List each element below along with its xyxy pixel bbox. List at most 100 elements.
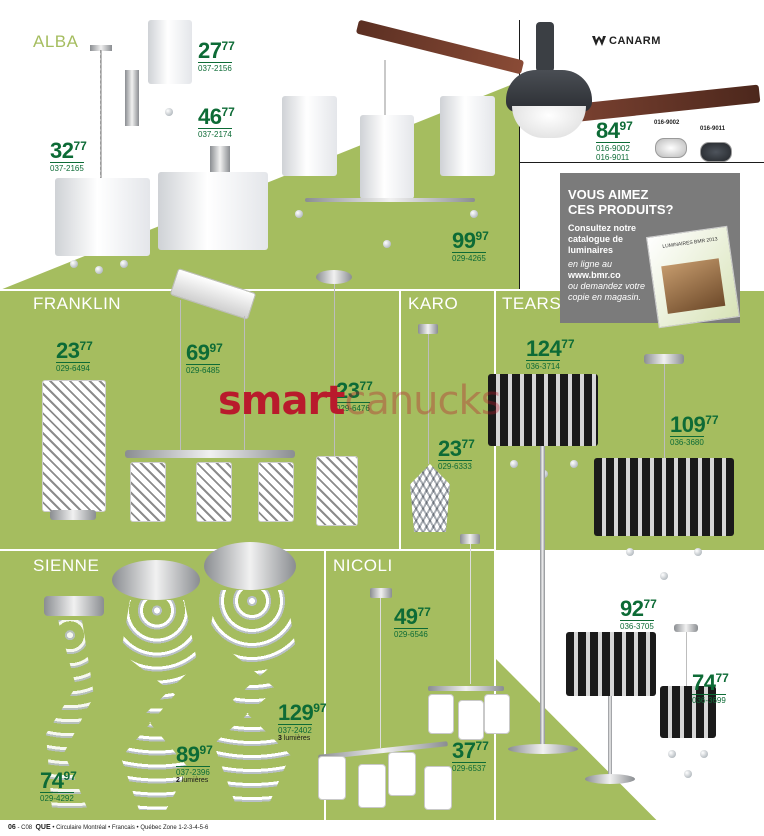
tears-table-shade [566, 632, 656, 696]
divider-v-fan [519, 20, 520, 289]
series-nicoli: NICOLI [333, 556, 393, 575]
sku-sienne-med: 037-2396 [176, 766, 210, 777]
note-sienne-med: 2 lumières [176, 777, 209, 784]
fan-downrod [536, 22, 554, 72]
promo-body: Consultez notre catalogue de luminaires [568, 223, 637, 255]
series-karo: KARO [408, 294, 459, 313]
price-alba-sconce: 2777 [198, 38, 235, 63]
nicoli-4-shade-1 [318, 756, 346, 800]
swatch-brushed-nickel [655, 138, 687, 158]
catalog-cover-image: LUMINAIRES BMR 2013 [645, 225, 741, 329]
nicoli-2-canopy [460, 534, 480, 544]
sienne-small-canopy [44, 596, 104, 616]
alba-chandelier-shade-left [282, 96, 337, 176]
tears-floor-base [508, 744, 578, 754]
alba-flush-shade [158, 172, 268, 250]
price-sienne-large: 12997 [278, 700, 327, 725]
sku-franklin-lamp: 029-6494 [56, 362, 90, 373]
promo-url[interactable]: www.bmr.co [568, 270, 621, 280]
price-tears-small: 7477 [692, 670, 729, 695]
price-franklin-pendant: 2377 [336, 378, 373, 403]
alba-pendant-shade [55, 178, 150, 256]
swatch-label-b: 016-9011 [700, 126, 726, 132]
tears-pendant-crystal [694, 548, 702, 556]
tears-table-base [585, 774, 635, 784]
sienne-med-canopy [112, 560, 200, 600]
nicoli-4-canopy [370, 588, 392, 598]
sku-franklin-pendant: 029-6476 [336, 402, 370, 413]
catalog-cover-title: LUMINAIRES BMR 2013 [662, 236, 718, 250]
series-tears: TEARS [502, 294, 562, 313]
price-franklin-lamp: 2377 [56, 338, 93, 363]
alba-chandelier-shade-right [440, 96, 495, 176]
price-sienne-small: 7497 [40, 768, 77, 793]
sku-tears-floor: 036-3714 [526, 360, 560, 371]
price-karo: 2377 [438, 436, 475, 461]
franklin-lamp-base [50, 510, 96, 520]
price-alba-chandelier: 9997 [452, 228, 489, 253]
franklin-pendant-shade [316, 456, 358, 526]
price-franklin-bar: 6997 [186, 340, 223, 365]
alba-chandelier-stem [384, 60, 386, 120]
sku-tears-pendant: 036-3680 [670, 436, 704, 447]
price-tears-table: 9277 [620, 596, 657, 621]
series-franklin: FRANKLIN [33, 294, 122, 313]
tears-pendant-shade [594, 458, 734, 536]
franklin-pendant-wire [334, 284, 335, 456]
price-nicoli-4: 3777 [452, 738, 489, 763]
price-sienne-med: 8997 [176, 742, 213, 767]
alba-pendant-chain [100, 50, 102, 180]
tears-pendant-canopy [644, 354, 684, 364]
alba-chandelier-crystal [295, 210, 303, 218]
tears-pendant-wire [664, 364, 665, 458]
franklin-bar-shade-3 [258, 462, 294, 522]
franklin-bar-wire-left [180, 300, 181, 450]
sienne-large-canopy [204, 542, 296, 590]
divider-v1 [399, 290, 401, 550]
series-sienne: SIENNE [33, 556, 100, 575]
tears-small-crystal [668, 750, 676, 758]
alba-pendant-crystal [120, 260, 128, 268]
sku-alba-sconce: 037-2156 [198, 62, 232, 73]
price-fan: 8497 [596, 118, 633, 143]
swatch-label-a: 016-9002 [654, 120, 680, 126]
swatch-oil-bronze [700, 142, 732, 162]
alba-chandelier-arm [305, 198, 475, 202]
sku-fan-1: 016-9002 [596, 142, 630, 153]
nicoli-4-shade-2 [358, 764, 386, 808]
price-alba-flush: 4677 [198, 104, 235, 129]
divider-h-fan [520, 162, 764, 163]
sku-alba-pendant: 037-2165 [50, 162, 84, 173]
catalog-cover-photo [661, 258, 726, 314]
franklin-pendant-canopy [316, 270, 352, 284]
nicoli-4-shade-4 [424, 766, 452, 810]
alba-chandelier-shade-mid [360, 115, 414, 199]
franklin-bar-wire-right [244, 316, 245, 450]
sku-sienne-large: 037-2402 [278, 724, 312, 735]
sku-sienne-small: 029-4292 [40, 792, 74, 803]
divider-h1 [0, 289, 764, 291]
karo-wire [428, 334, 429, 464]
sku-alba-flush: 037-2174 [198, 128, 232, 139]
nicoli-2-shade-3 [484, 694, 510, 734]
alba-chandelier-crystal [470, 210, 478, 218]
nicoli-4-wire [380, 598, 381, 748]
tears-floor-crystal [570, 460, 578, 468]
smartcanucks-watermark: smartcanucks [218, 378, 502, 424]
sku-tears-table: 036-3705 [620, 620, 654, 631]
alba-pendant-crystal [70, 260, 78, 268]
price-tears-pendant: 10977 [670, 412, 719, 437]
alba-chandelier-crystal [383, 240, 391, 248]
price-alba-pendant: 3277 [50, 138, 87, 163]
alba-sconce-shade [148, 20, 192, 84]
tears-pendant-crystal [660, 572, 668, 580]
divider-v3 [324, 550, 326, 820]
tears-small-canopy [674, 624, 698, 632]
nicoli-2-shade-1 [428, 694, 454, 734]
sku-karo: 029-6333 [438, 460, 472, 471]
alba-flush-stem [210, 146, 230, 172]
